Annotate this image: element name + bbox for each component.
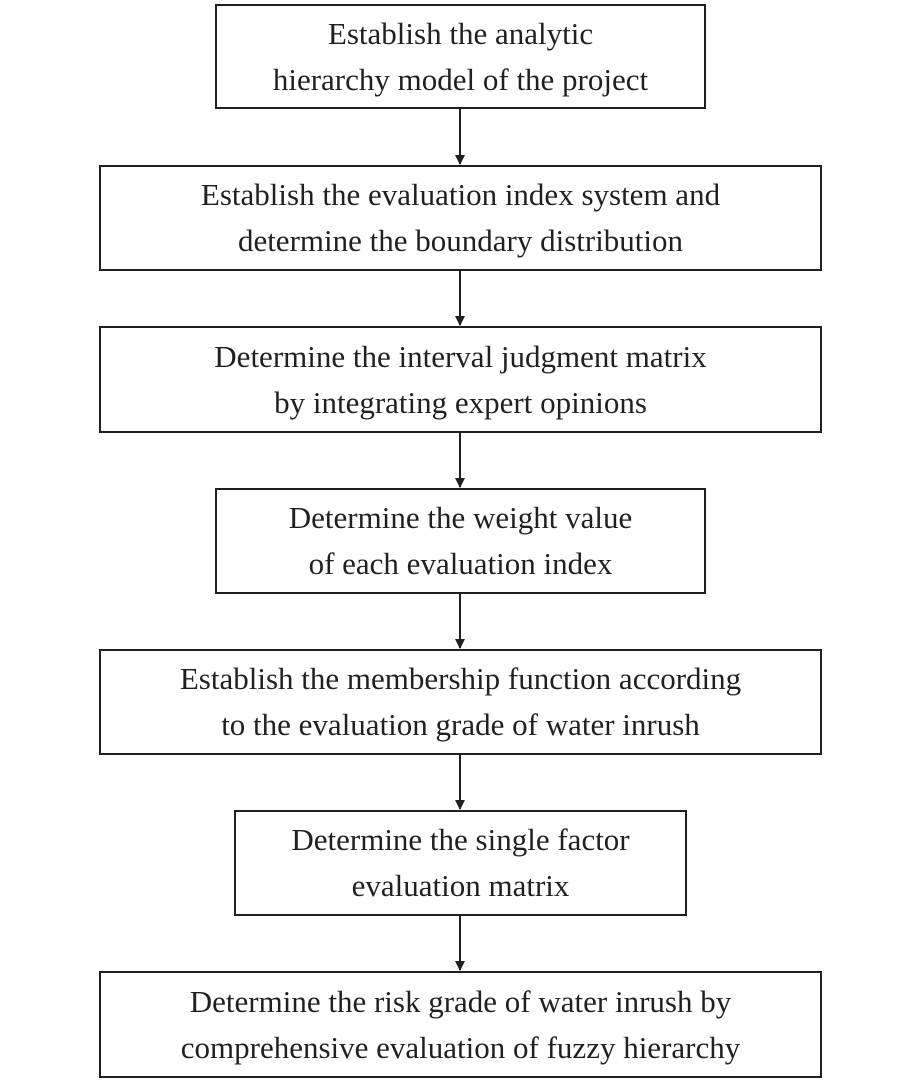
step-text-line: to the evaluation grade of water inrush (221, 707, 700, 742)
step-text-line: Establish the membership function accord… (179, 661, 742, 696)
step-text-line: Determine the risk grade of water inrush… (189, 983, 732, 1019)
step-text-line: of each evaluation index (308, 546, 613, 581)
step-text-line: hierarchy model of the project (272, 61, 649, 97)
step-text-line: evaluation matrix (351, 868, 570, 903)
step-text-line: Establish the evaluation index system an… (200, 177, 721, 212)
step-box-establish-hierarchy-model: Establish the analytic hierarchy model o… (215, 4, 706, 109)
step-text-line: Determine the weight value (288, 500, 633, 535)
step-box-establish-index-system: Establish the evaluation index system an… (99, 165, 822, 271)
step-box-weight-value: Determine the weight value of each evalu… (215, 488, 706, 594)
step-box-risk-grade: Determine the risk grade of water inrush… (99, 971, 822, 1078)
step-box-single-factor-matrix: Determine the single factor evaluation m… (234, 810, 687, 916)
step-text-line: by integrating expert opinions (274, 384, 647, 420)
step-text-line: comprehensive evaluation of fuzzy hierar… (180, 1029, 741, 1065)
step-box-membership-function: Establish the membership function accord… (99, 649, 822, 755)
step-text-line: Determine the interval judgment matrix (214, 338, 707, 374)
step-text-line: determine the boundary distribution (237, 223, 684, 258)
step-box-interval-judgment-matrix: Determine the interval judgment matrix b… (99, 326, 822, 433)
step-text-line: Determine the single factor (291, 822, 630, 857)
step-text-line: Establish the analytic (327, 15, 594, 51)
